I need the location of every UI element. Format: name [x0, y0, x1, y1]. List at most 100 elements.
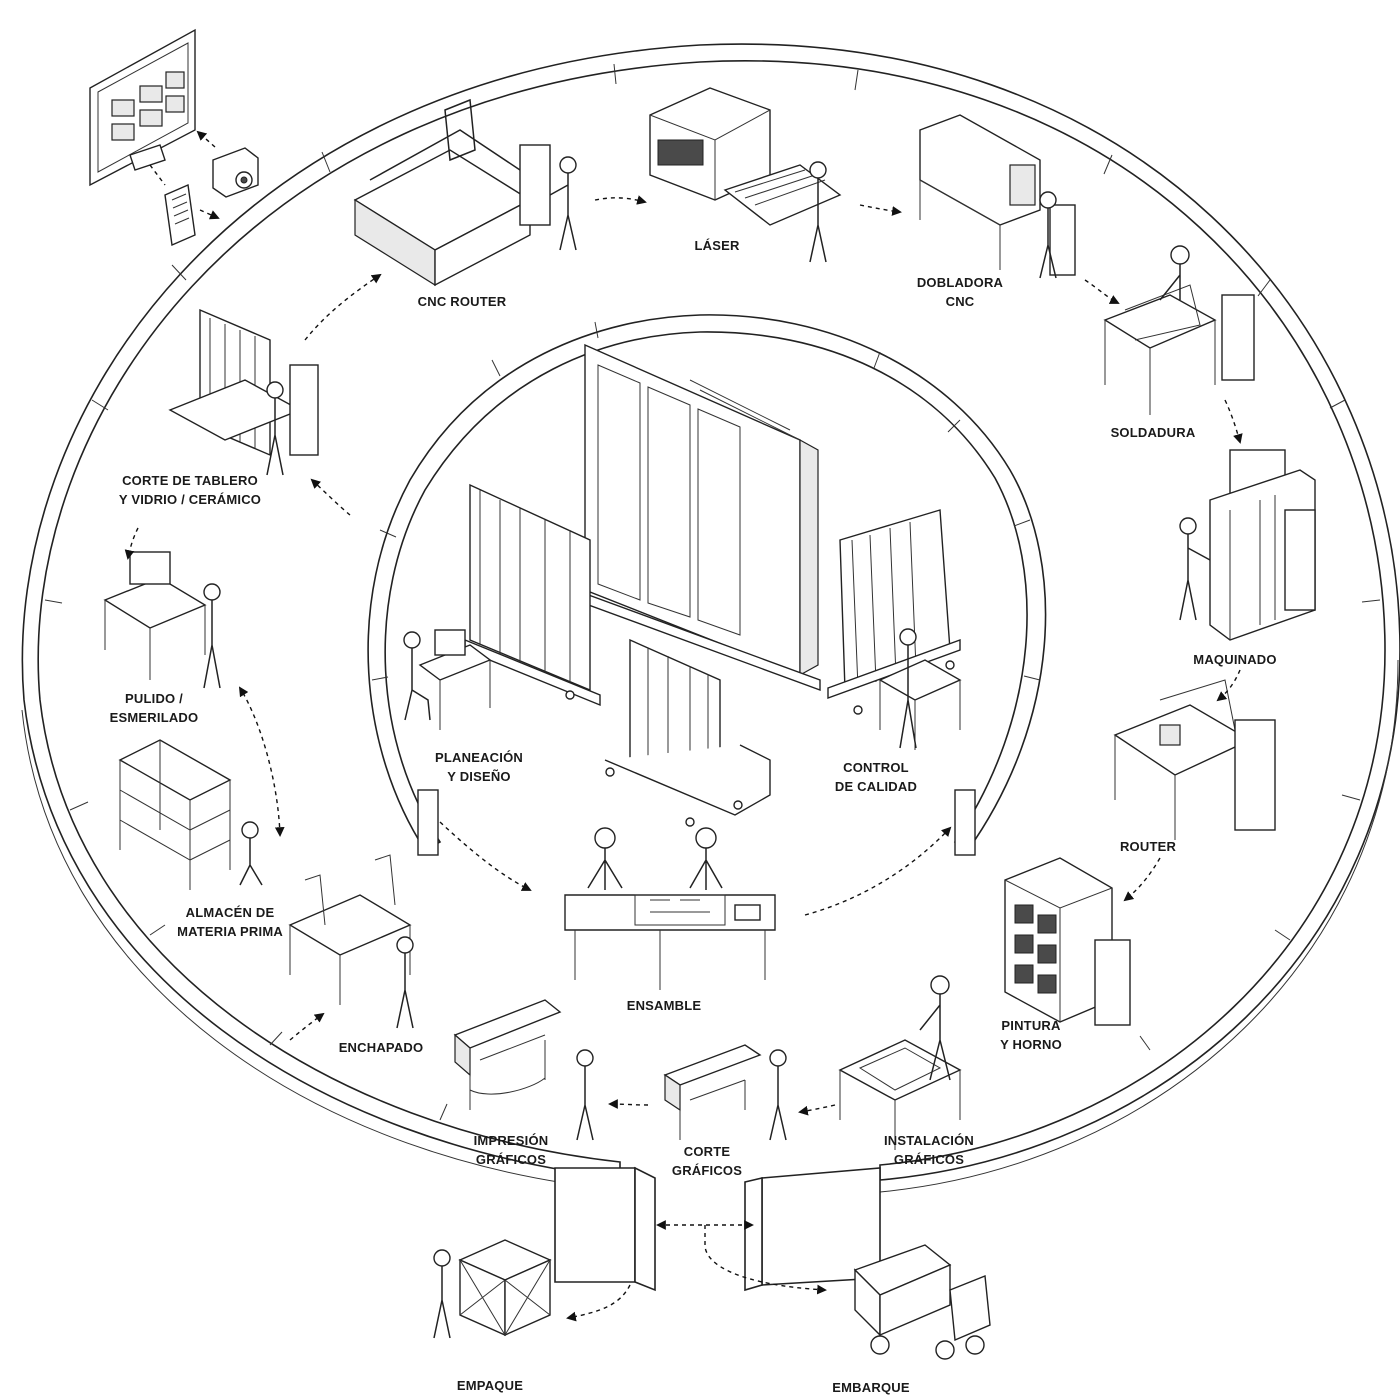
label-instalacion-graficos: INSTALACIÓN GRÁFICOS [884, 1133, 974, 1167]
flow-arrow [804, 826, 952, 916]
flow-arrow [704, 1225, 827, 1295]
label-line: PLANEACIÓN [435, 750, 523, 765]
inner-wall-end-left [417, 789, 439, 856]
label-line: CONTROL [843, 760, 909, 775]
dobladora-cnc-machine [919, 114, 1076, 279]
flow-arrow [566, 1284, 631, 1322]
label-control-calidad: CONTROL DE CALIDAD [835, 760, 917, 794]
flow-arrow [1216, 669, 1241, 702]
label-almacen-materia-prima: ALMACÉN DE MATERIA PRIMA [177, 905, 283, 939]
inner-ring-wall [367, 314, 1047, 856]
flow-arrow [238, 686, 285, 837]
outer-ring-wall [21, 43, 1400, 1193]
label-pintura-horno: PINTURA Y HORNO [1000, 1018, 1062, 1052]
control-calidad-station [878, 628, 962, 750]
flow-arrow [439, 821, 532, 891]
monitor-icon [89, 28, 196, 187]
inner-wall-end-right [954, 789, 976, 856]
label-cnc-router: CNC ROUTER [418, 294, 507, 309]
enchapado-machine [288, 854, 414, 1029]
cnc-router-machine [353, 98, 577, 287]
camera-icon [212, 147, 259, 198]
label-router: ROUTER [1120, 839, 1177, 854]
gate-walls [554, 1166, 881, 1292]
label-line: Y VIDRIO / CERÁMICO [119, 492, 261, 507]
corte-graficos-plotter [663, 1044, 787, 1141]
pintura-horno-oven [1004, 857, 1131, 1026]
label-line: CNC [946, 294, 975, 309]
label-line: PULIDO / [125, 691, 183, 706]
flow-arrow [310, 478, 351, 516]
label-line: CORTE [684, 1144, 731, 1159]
label-line: INSTALACIÓN [884, 1133, 974, 1148]
label-line: CNC ROUTER [418, 294, 507, 309]
label-line: Y DISEÑO [447, 769, 511, 784]
label-corte-tablero-vidrio: CORTE DE TABLERO Y VIDRIO / CERÁMICO [119, 473, 261, 507]
router-machine [1113, 679, 1276, 840]
central-panel-rack-right [827, 509, 961, 715]
label-line: Y HORNO [1000, 1037, 1062, 1052]
flow-arrow [124, 527, 139, 560]
label-enchapado: ENCHAPADO [339, 1040, 424, 1055]
maquinado-machine [1179, 449, 1316, 641]
flow-arrow [289, 1012, 325, 1041]
label-pulido-esmerilado: PULIDO / ESMERILADO [110, 691, 199, 725]
flow-arrows [124, 195, 1243, 1322]
label-line: DE CALIDAD [835, 779, 917, 794]
label-line: ENCHAPADO [339, 1040, 424, 1055]
label-line: GRÁFICOS [894, 1152, 964, 1167]
central-panel-rack-left [464, 483, 601, 707]
document-icon [164, 183, 196, 247]
soldadura-station [1103, 245, 1255, 415]
label-corte-graficos: CORTE GRÁFICOS [672, 1144, 742, 1178]
label-line: ENSAMBLE [627, 998, 702, 1013]
label-line: ALMACÉN DE [186, 905, 275, 920]
label-embarque: EMBARQUE [832, 1380, 910, 1395]
label-line: SOLDADURA [1111, 425, 1196, 440]
flow-arrow [304, 273, 382, 341]
embarque-truck [853, 1244, 991, 1360]
impresion-graficos-printer [453, 999, 594, 1141]
label-line: DOBLADORA [917, 275, 1004, 290]
label-empaque: EMPAQUE [457, 1378, 523, 1393]
inner-wall-joints [371, 321, 1041, 681]
flow-arrow [608, 1099, 649, 1109]
label-line: MAQUINADO [1193, 652, 1276, 667]
label-line: LÁSER [694, 238, 739, 253]
flow-arrow [594, 195, 647, 205]
instalacion-graficos-table [838, 975, 962, 1150]
outer-wall-joints [44, 63, 1381, 1121]
label-line: CORTE DE TABLERO [122, 473, 258, 488]
almacen-shelving [118, 739, 263, 890]
label-line: ROUTER [1120, 839, 1177, 854]
label-line: PINTURA [1001, 1018, 1061, 1033]
flow-arrow [798, 1104, 836, 1116]
label-line: EMBARQUE [832, 1380, 910, 1395]
label-planeacion-diseno: PLANEACIÓN Y DISEÑO [435, 750, 523, 784]
label-maquinado: MAQUINADO [1193, 652, 1276, 667]
label-ensamble: ENSAMBLE [627, 998, 702, 1013]
label-line: ESMERILADO [110, 710, 199, 725]
flow-arrow [1224, 399, 1243, 444]
design-office [89, 28, 259, 247]
label-line: MATERIA PRIMA [177, 924, 283, 939]
station-labels: CNC ROUTER LÁSER DOBLADORA CNC SOLDADURA MAQU… [110, 238, 1277, 1395]
flow-arrow [1084, 279, 1120, 304]
label-dobladora-cnc: DOBLADORA CNC [917, 275, 1004, 309]
flow-arrow [859, 204, 902, 216]
empaque-crate [433, 1239, 552, 1339]
central-panel-rack-large [574, 343, 821, 692]
central-panel-rack-front [604, 638, 771, 827]
planeacion-desk [403, 629, 492, 730]
label-line: EMPAQUE [457, 1378, 523, 1393]
label-line: GRÁFICOS [672, 1163, 742, 1178]
corte-tablero-machine [168, 308, 319, 476]
flow-arrow [1123, 857, 1161, 902]
pulido-esmerilado-bench [103, 551, 221, 689]
label-soldadura: SOLDADURA [1111, 425, 1196, 440]
ensamble-table [564, 827, 776, 990]
label-line: IMPRESIÓN [474, 1133, 549, 1148]
label-laser: LÁSER [694, 238, 739, 253]
